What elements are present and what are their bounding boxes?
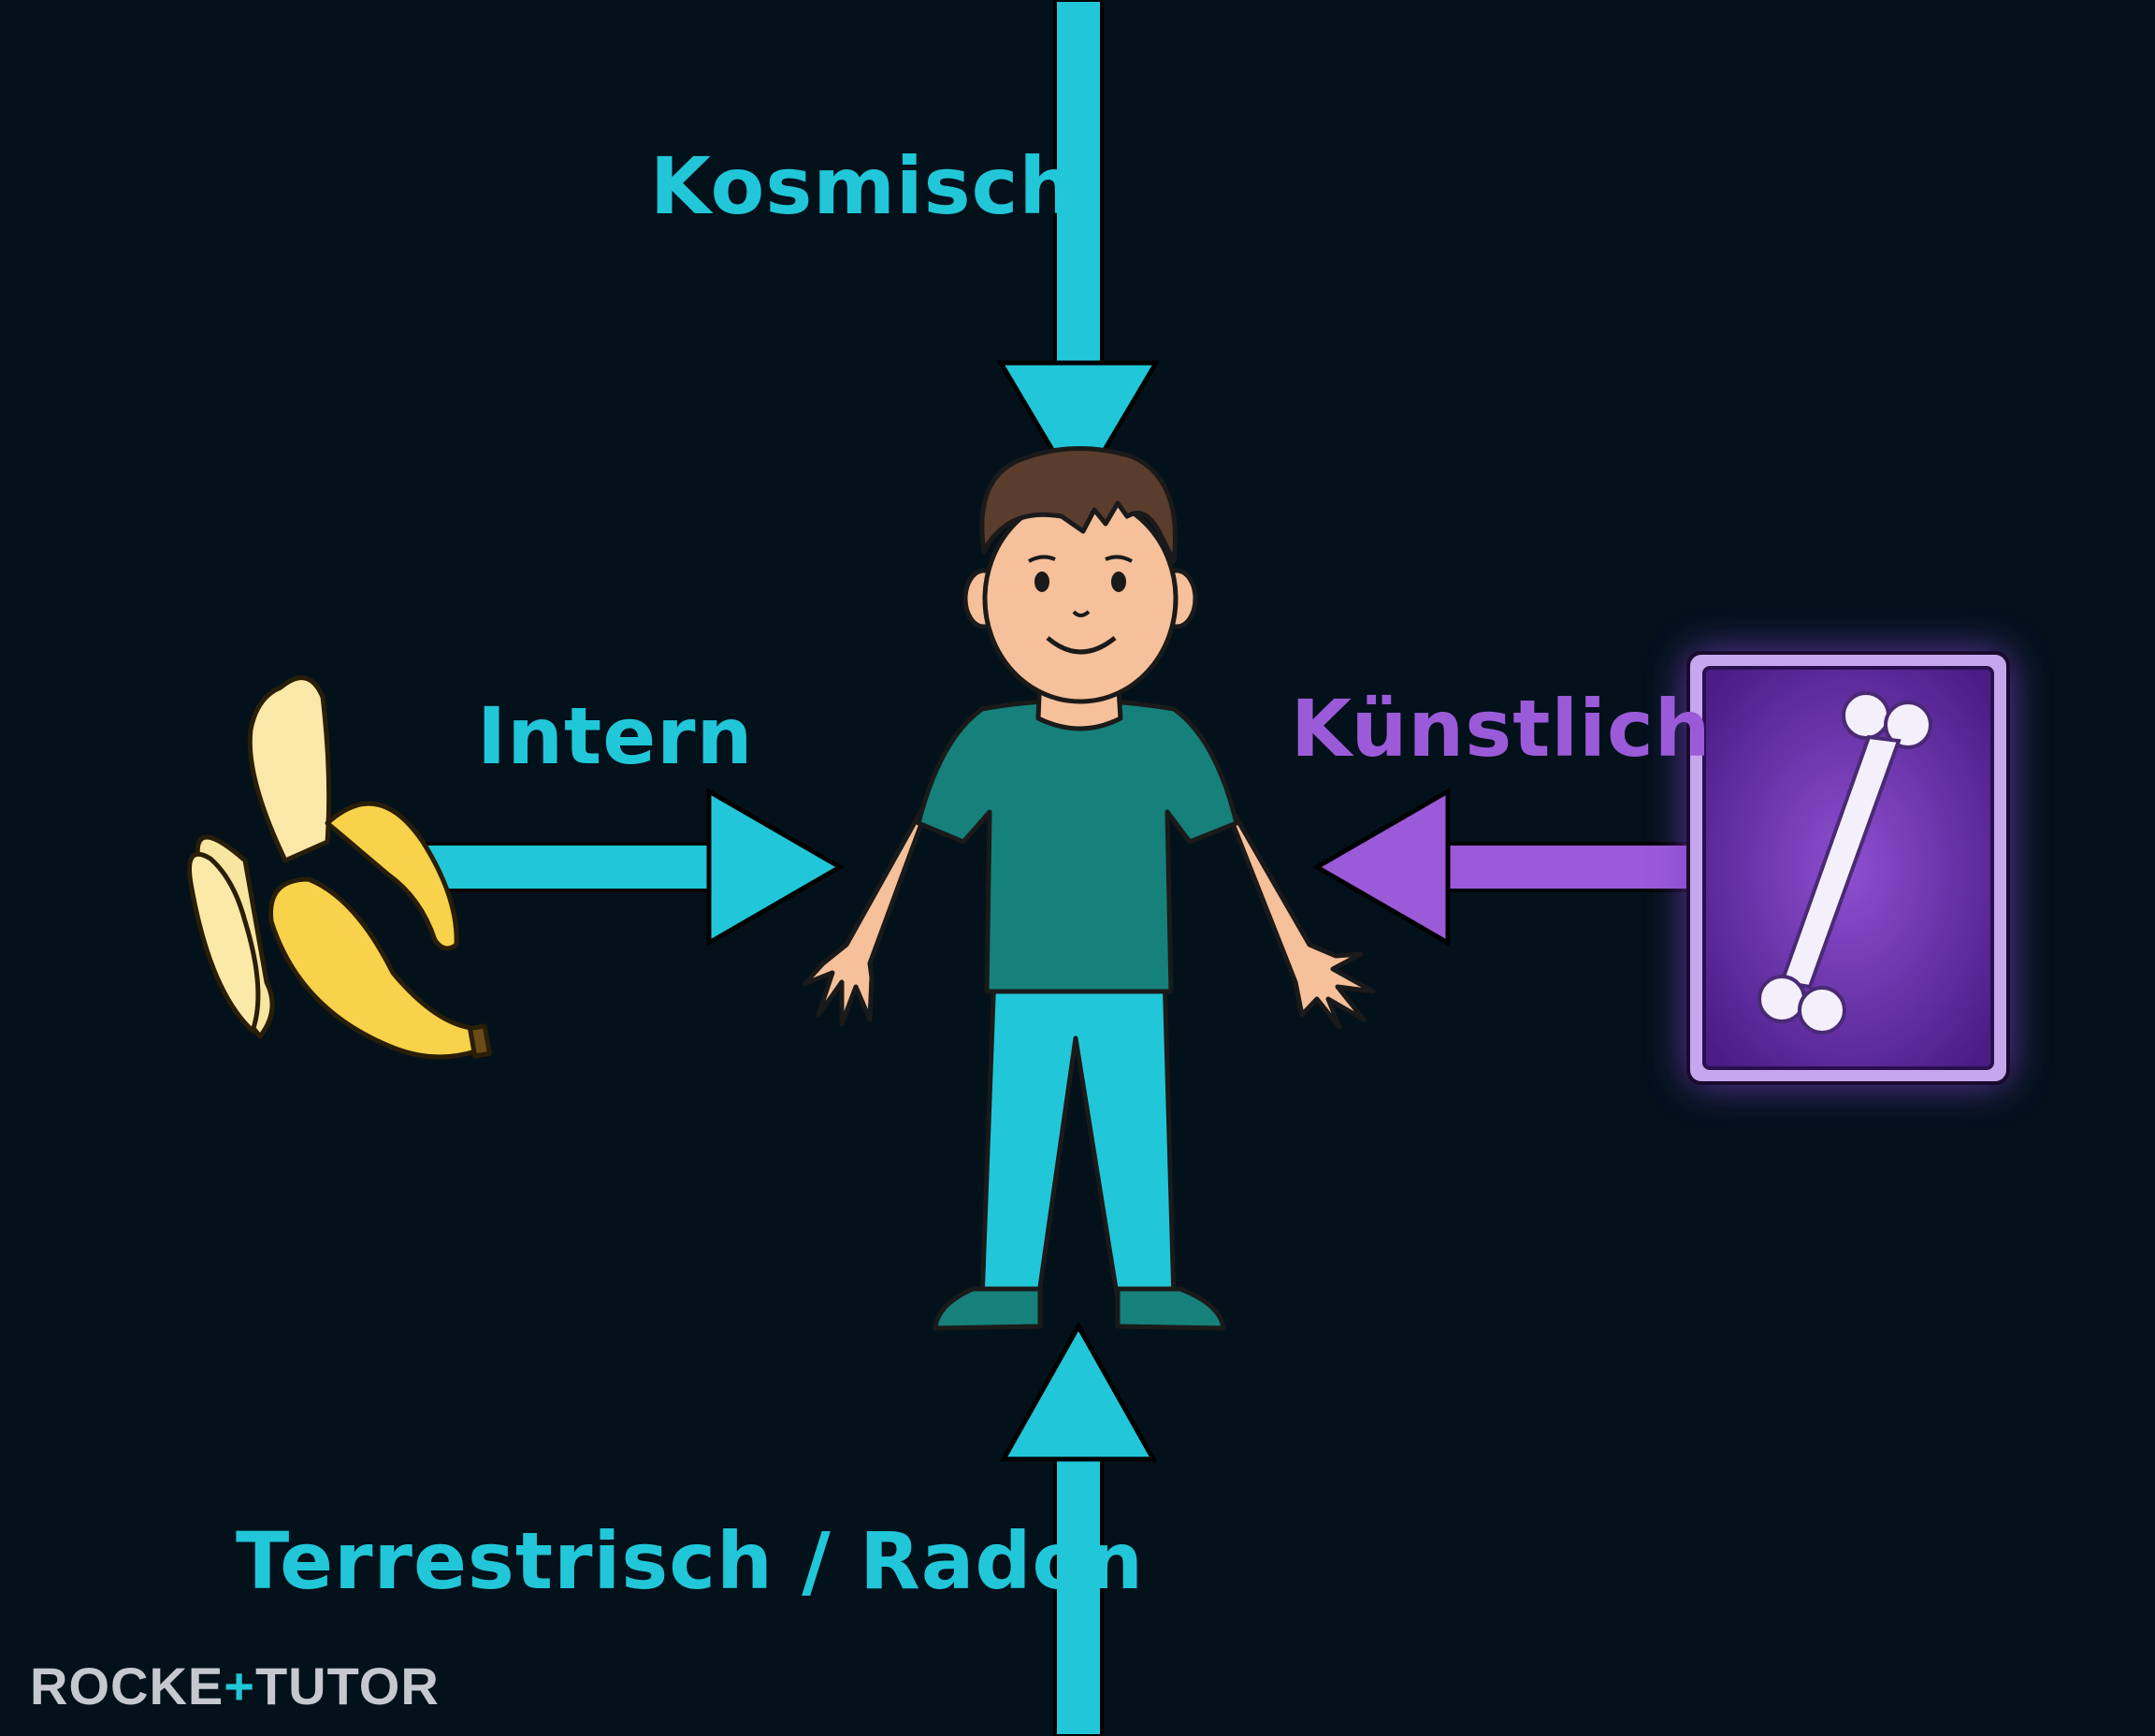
logo-part1: ROCKE [30, 1656, 224, 1715]
cosmic-arrow [996, 0, 1161, 499]
person-figure [802, 445, 1376, 1331]
label-terrestrial: Terrestrisch / Radon [236, 1515, 1145, 1607]
label-artificial: Künstlich [1291, 683, 1712, 774]
logo-plus: + [224, 1656, 255, 1715]
banana-icon [187, 675, 492, 1060]
artificial-arrow [1312, 787, 1690, 948]
logo-part2: TUTOR [254, 1656, 440, 1715]
brand-logo: ROCKE+TUTOR [30, 1656, 440, 1716]
label-internal: Intern [477, 690, 754, 782]
internal-arrow [410, 787, 845, 948]
terrestrial-arrow [999, 1321, 1158, 1736]
xray-bone-icon [1686, 651, 2010, 1085]
label-cosmic: Kosmisch [650, 140, 1077, 232]
